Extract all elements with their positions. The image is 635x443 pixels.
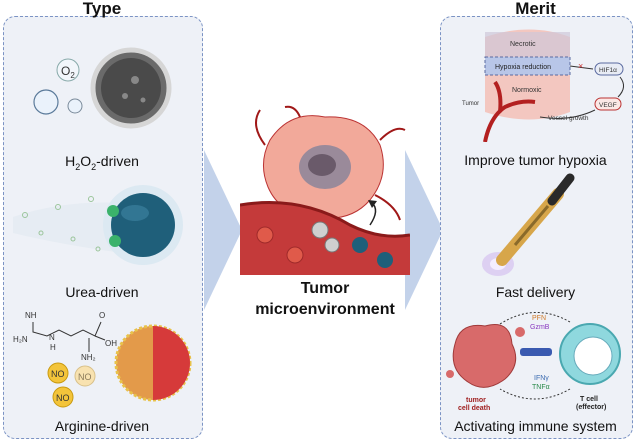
type-title: Type — [82, 0, 122, 18]
synapse-motor — [520, 348, 552, 356]
micro-rocket-cap — [547, 173, 575, 206]
right-flow-arrow — [405, 150, 443, 310]
motor-pore — [131, 76, 139, 84]
t-cell-label-2: (effector) — [576, 404, 606, 411]
motion-arrowhead — [368, 200, 377, 208]
blood-vessel — [240, 202, 410, 275]
gzmb-label: GzmB — [530, 324, 550, 331]
hif-label: HIF1α — [599, 67, 617, 74]
vessel-growth-label: Vessel growth — [548, 115, 589, 122]
vegf-box — [594, 97, 622, 111]
hypoxia-zone — [484, 56, 571, 76]
no-badge — [47, 362, 69, 384]
arginine-motor-core — [153, 326, 190, 400]
merit-title: Merit — [515, 0, 556, 18]
small-bubble — [67, 98, 83, 114]
left-flow-arrow — [204, 150, 242, 310]
arginine-motor-illustration: H₂N NH N H O OH NH₂ NO NO NO — [13, 311, 192, 408]
urea-motor-illustration — [13, 185, 183, 265]
normoxic-label: Normoxic — [512, 87, 542, 94]
vessel-wall — [240, 201, 410, 238]
trail-particle — [22, 212, 28, 218]
micro-rocket-band — [513, 205, 550, 246]
no-text: NO — [78, 372, 92, 382]
trail-particle — [70, 236, 76, 242]
urease-patch — [109, 235, 121, 247]
large-bubble — [33, 89, 59, 115]
no-badge — [52, 386, 74, 408]
urease-patch — [107, 205, 119, 217]
no-text: NO — [56, 393, 70, 403]
arginine-oh: OH — [105, 339, 117, 348]
hif-arrow — [569, 65, 594, 70]
tumor-microenvironment-title: Tumor microenvironment — [255, 280, 395, 318]
red-blood-cell — [256, 226, 274, 244]
tumor-fragment — [515, 327, 525, 337]
activating-immune-system-label: Activating immune system — [454, 418, 617, 434]
tumor-death-label-1: tumor — [466, 397, 486, 404]
o2-text: O2 — [61, 64, 75, 80]
fast-delivery-illustration — [482, 173, 575, 276]
tumor-vessel — [255, 105, 406, 221]
improve-tumor-hypoxia-label: Improve tumor hypoxia — [464, 152, 607, 168]
h2o2-motor-illustration: O2 — [33, 47, 172, 129]
arginine-nh2: NH₂ — [81, 353, 96, 362]
ifn-label: IFNγ — [534, 375, 549, 382]
trail-particle — [55, 204, 61, 210]
h2o2-driven-label: H2O2-driven — [65, 153, 139, 172]
urea-motor — [111, 193, 175, 257]
vessel-growth-arrow — [539, 109, 596, 119]
secretion-arc-top — [499, 312, 571, 325]
motor-pore — [140, 97, 146, 103]
secretion-arc-bottom — [499, 388, 571, 400]
hypoxia-reduction-label: Hypoxia reduction — [495, 64, 551, 71]
no-text: NO — [51, 369, 65, 379]
arginine-driven-label: Arginine-driven — [54, 418, 150, 434]
arginine-bonds — [32, 321, 102, 337]
tumor-label: Tumor — [462, 101, 479, 107]
arginine-n: N — [49, 333, 55, 342]
arginine-o: O — [99, 311, 105, 320]
h2o2-motor-inner — [101, 58, 161, 118]
fast-delivery-label: Fast delivery — [495, 284, 576, 300]
pfn-label: PFN — [532, 315, 546, 322]
arginine-h: H — [50, 343, 56, 352]
urea-motor-highlight — [121, 205, 149, 221]
hypoxia-diagram: Necrotic Hypoxia reduction Normoxic Tumo… — [462, 29, 624, 142]
micromotor — [377, 252, 393, 268]
arginine-nh: NH — [25, 311, 37, 320]
vegf-arrow — [617, 76, 624, 98]
block-mark: × — [578, 61, 583, 71]
trail-particle — [38, 230, 44, 236]
propulsion-trail — [13, 202, 123, 253]
tumor-death-label-2: cell death — [458, 405, 490, 412]
trail-particle — [95, 246, 101, 252]
necrotic-label: Necrotic — [510, 41, 536, 48]
vegf-label: VEGF — [599, 102, 617, 109]
arginine-h2n: H₂N — [13, 335, 28, 344]
immune-cell — [324, 237, 340, 253]
immune-cell — [311, 221, 329, 239]
tumor-microenvironment-illustration — [240, 105, 410, 275]
dying-tumor-cell — [452, 324, 517, 388]
hypoxia-vessel — [483, 80, 536, 142]
hif-box — [594, 62, 624, 76]
urea-driven-label: Urea-driven — [65, 284, 139, 300]
t-cell-label-1: T cell — [580, 396, 598, 403]
tnf-label: TNFα — [532, 384, 550, 391]
t-cell-nucleus — [573, 336, 613, 376]
necrotic-zone — [485, 32, 570, 57]
micromotor — [352, 237, 368, 253]
no-badge — [74, 365, 96, 387]
red-blood-cell — [286, 246, 304, 264]
trail-particle — [88, 196, 94, 202]
arginine-bond — [94, 335, 106, 341]
immune-activation-diagram: PFN GzmB IFNγ TNFα tumor cell death T ce… — [446, 312, 621, 412]
tumor-core — [308, 154, 336, 176]
motor-pore — [122, 93, 128, 99]
tumor-fragment — [446, 370, 454, 378]
o2-bubble — [56, 58, 80, 82]
